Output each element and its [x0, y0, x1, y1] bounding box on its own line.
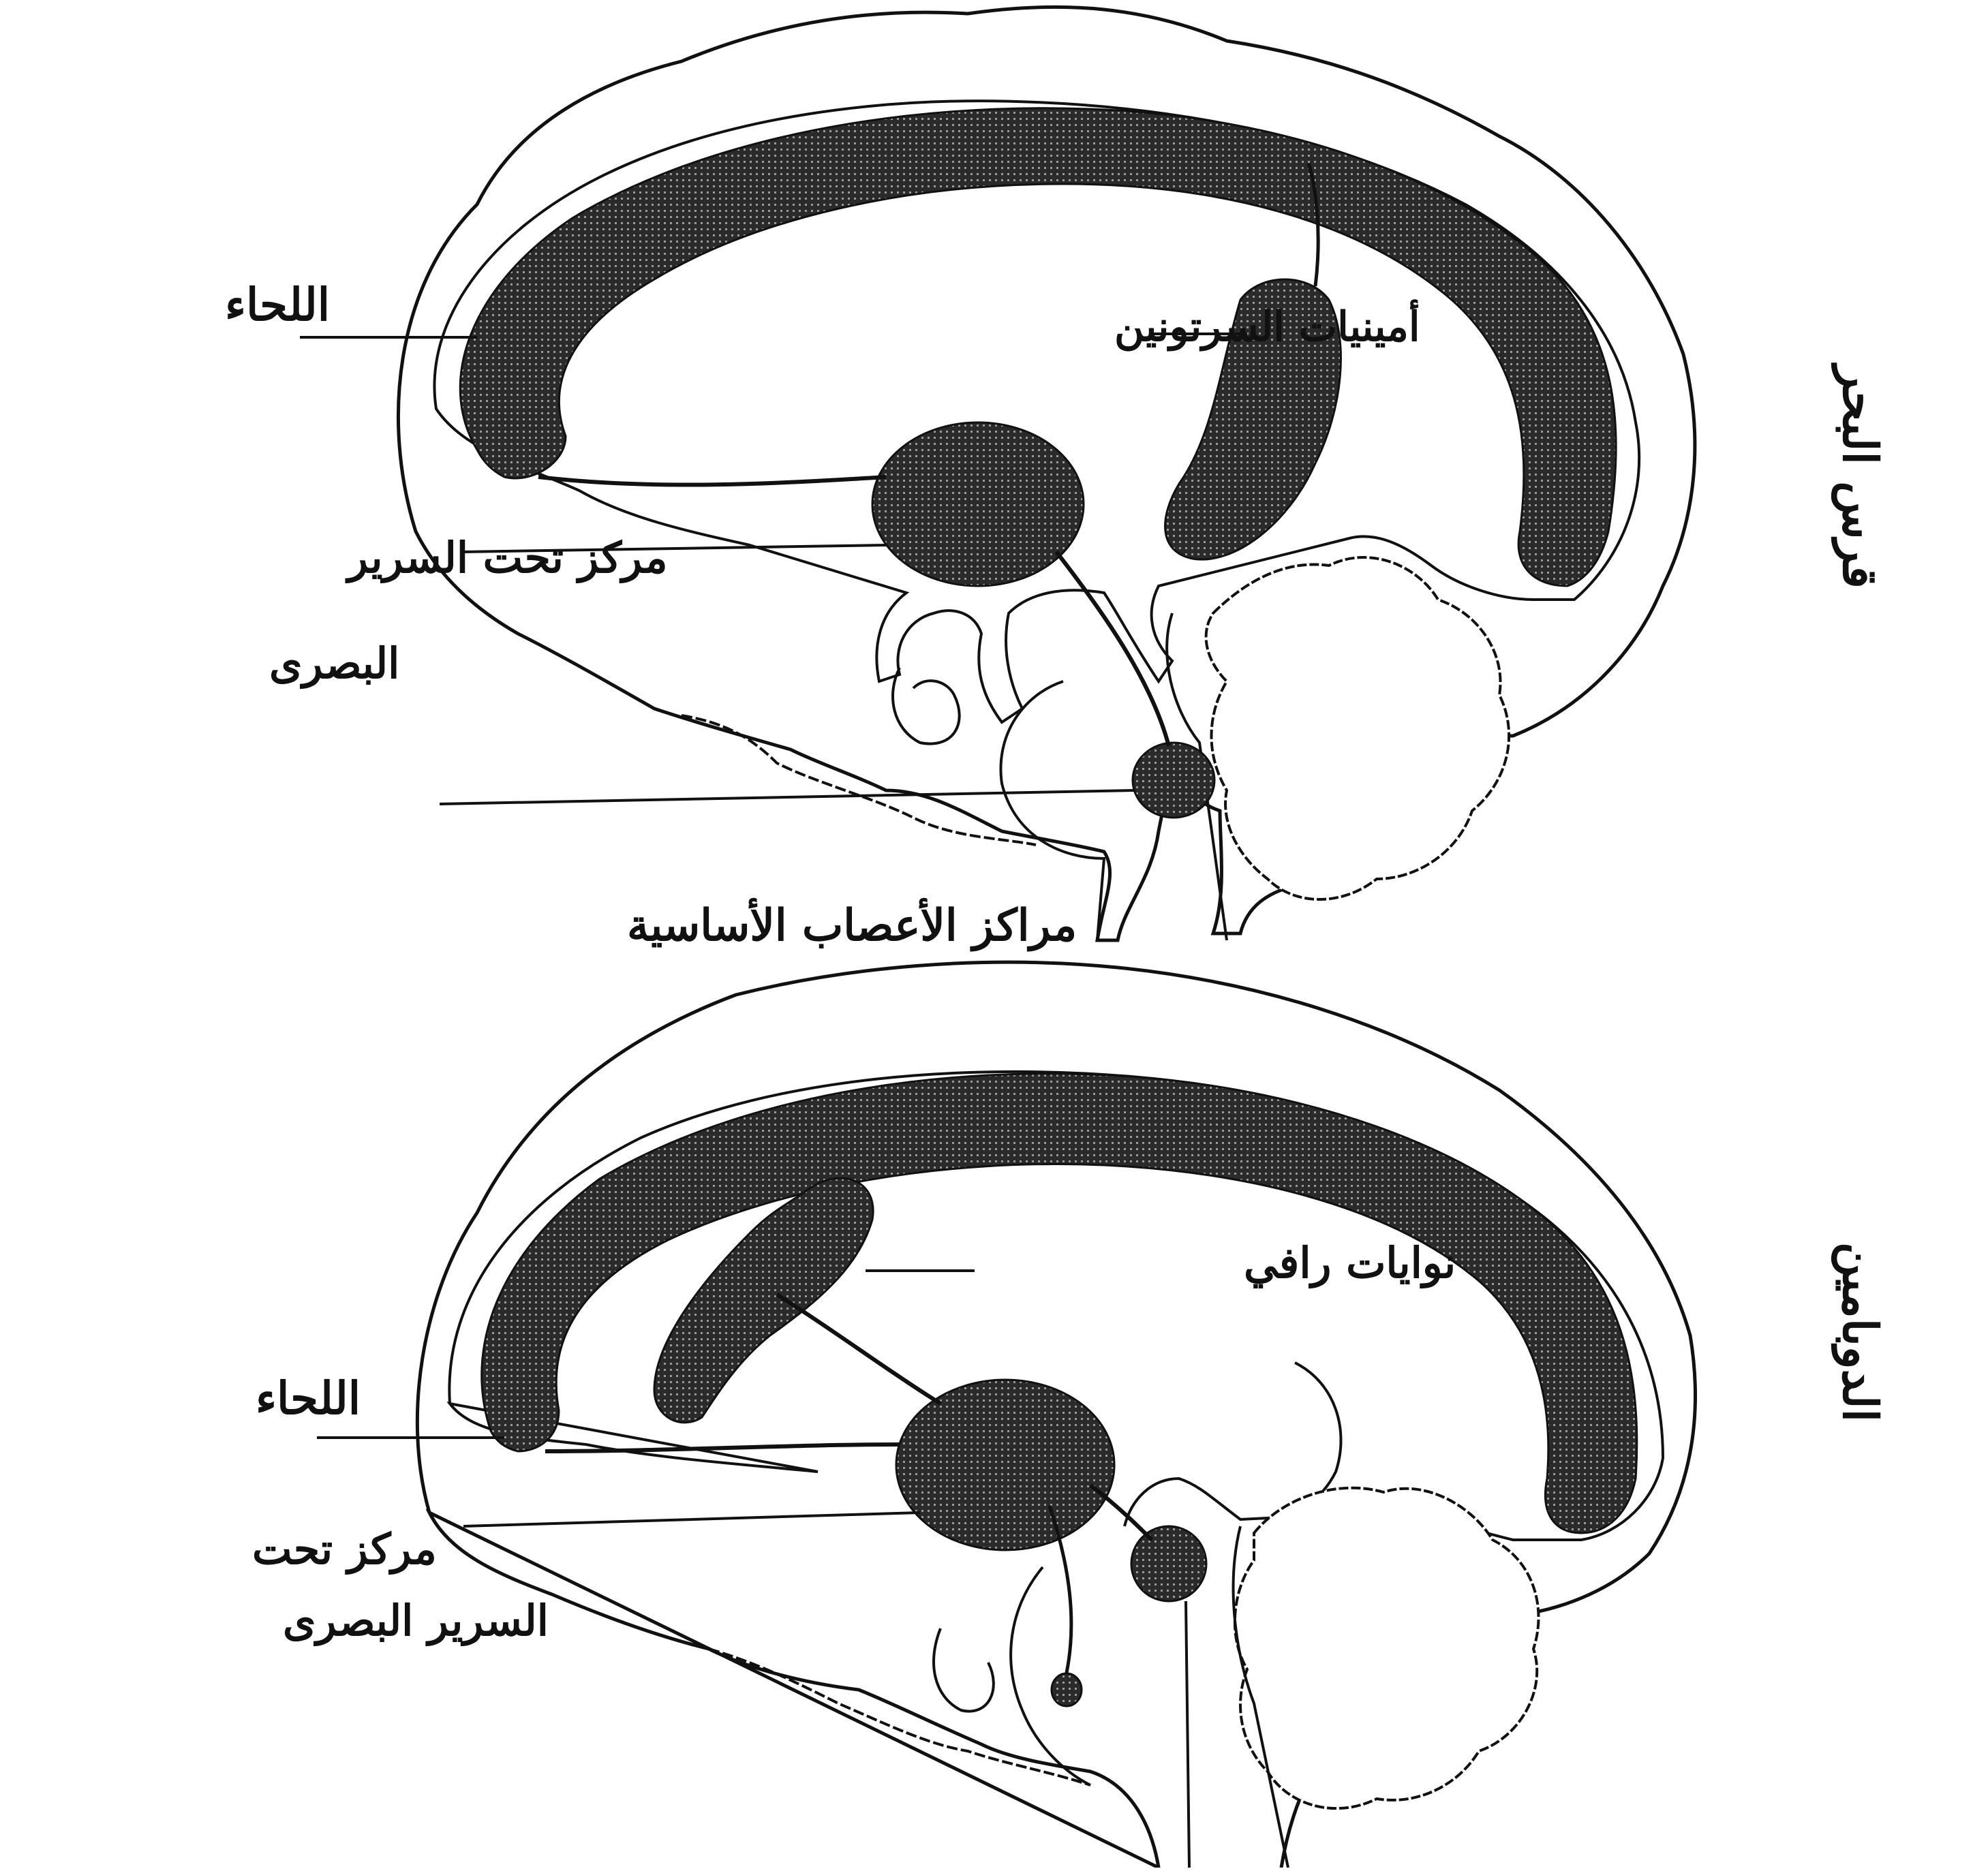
top-label-hypothalamus-line2: البصرى — [269, 638, 399, 690]
bottom-side-title: الدوبامين — [1831, 1242, 1888, 1422]
top-hippocampus-loop — [893, 668, 960, 744]
bottom-leader-nucleus — [1186, 1601, 1189, 1868]
top-central-nucleus — [872, 422, 1084, 586]
bottom-label-hypothalamus-line1: مركز تحت — [252, 1524, 437, 1575]
bottom-label-raphe-nuclei: نوايات رافي — [1244, 1238, 1456, 1289]
bottom-temporal-lobe — [709, 1649, 1090, 1785]
top-pathway-nucleus-to-stem — [1056, 552, 1169, 746]
top-pathway-arc-to-nucleus — [538, 477, 886, 485]
top-label-hypothalamus-line1: مركز تحت السرير — [345, 533, 668, 584]
top-cerebellum — [1206, 557, 1510, 899]
bottom-small-dot — [1052, 1673, 1082, 1706]
top-label-cortex: اللحاء — [225, 278, 330, 331]
top-brain-diagram: اللحاء أمينيات السرتونين مركز تحت السرير… — [225, 7, 1888, 952]
bottom-label-hypothalamus-line2: السرير البصرى — [283, 1596, 549, 1647]
bottom-central-nucleus — [896, 1380, 1114, 1550]
top-side-title: قرس البحر — [1831, 362, 1888, 589]
bottom-hippocampus-loop — [934, 1628, 994, 1712]
bottom-small-nucleus — [1131, 1526, 1206, 1601]
top-small-nucleus — [1133, 743, 1214, 818]
bottom-pathway-comma-to-nucleus — [777, 1295, 941, 1404]
bottom-leader-hypothalamus — [463, 1513, 920, 1526]
bottom-brain-diagram: نوايات رافي اللحاء مركز تحت السرير البصر… — [252, 962, 1888, 1868]
top-leader-basal-ganglia — [440, 790, 1135, 804]
bottom-label-cortex: اللحاء — [256, 1372, 361, 1425]
top-label-serotonin-amines: أمينيات السرتونين — [1114, 299, 1420, 352]
top-label-basal-ganglia: مراكز الأعصاب الأساسية — [627, 898, 1077, 952]
